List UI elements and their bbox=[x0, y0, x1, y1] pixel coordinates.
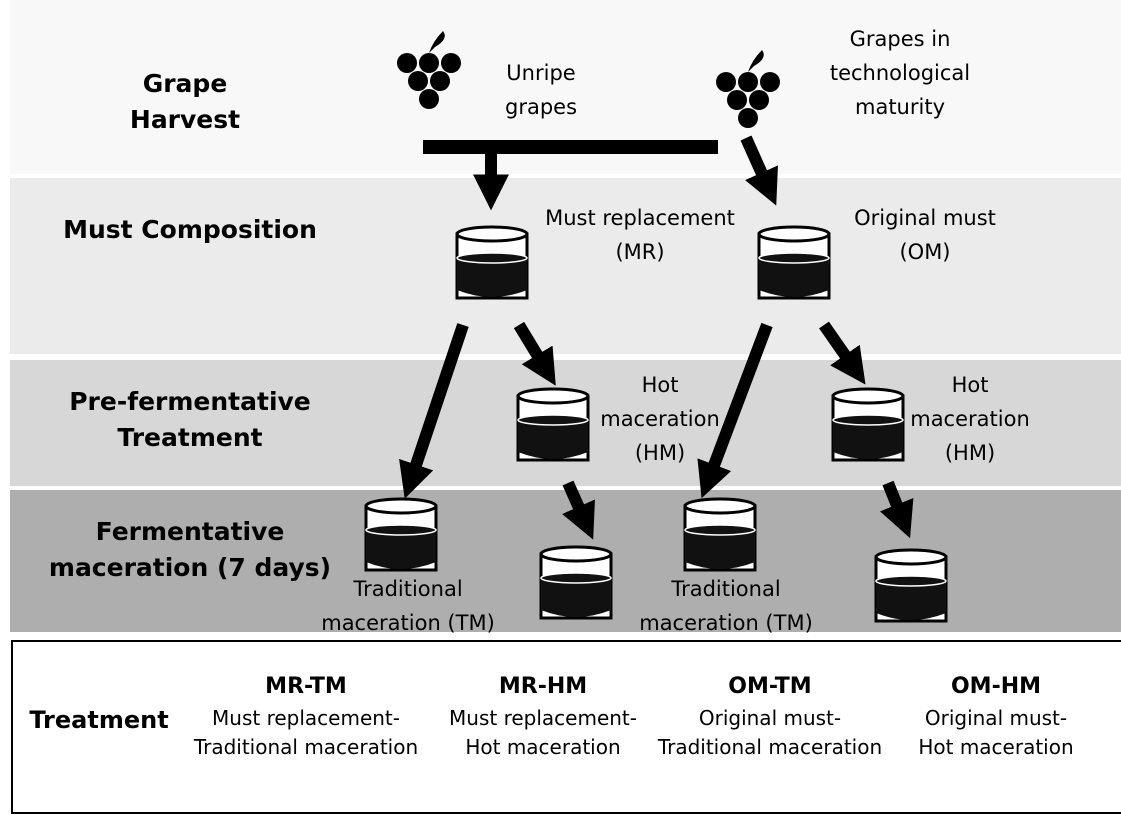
stage-grape-harvest: Grape Harvest bbox=[129, 69, 241, 134]
label-original-must: Original must (OM) bbox=[854, 206, 996, 264]
arrow bbox=[879, 480, 914, 539]
flow-diagram bbox=[364, 31, 948, 623]
treatment-code: MR-HM bbox=[498, 674, 588, 699]
label-traditional-maceration: Traditional maceration (TM) bbox=[639, 577, 813, 635]
treatment-description: Must replacement- Hot maceration bbox=[449, 706, 637, 759]
beaker-icon bbox=[364, 497, 438, 572]
arrow bbox=[513, 321, 556, 386]
stage-treatment: Treatment bbox=[29, 706, 169, 734]
label-mature-grapes: Grapes in technological maturity bbox=[829, 27, 971, 119]
label-traditional-maceration: Traditional maceration (TM) bbox=[321, 577, 495, 635]
treatment-description: Original must- Hot maceration bbox=[918, 706, 1074, 759]
stage-pre-fermentative: Pre-fermentative Treatment bbox=[69, 387, 311, 452]
treatment-code: MR-TM bbox=[265, 674, 347, 699]
stage-must-composition: Must Composition bbox=[63, 215, 317, 244]
arrow bbox=[819, 321, 866, 385]
stage-fermentative: Fermentative maceration (7 days) bbox=[48, 517, 332, 582]
grape-cluster-icon bbox=[716, 50, 780, 128]
treatment-code: OM-HM bbox=[950, 674, 1042, 699]
beaker-icon bbox=[874, 548, 948, 623]
treatment-description: Original must- Traditional maceration bbox=[657, 706, 883, 759]
beaker-icon bbox=[455, 225, 529, 300]
treatment-description: Must replacement- Traditional maceration bbox=[193, 706, 419, 759]
arrow bbox=[399, 323, 469, 499]
treatment-box bbox=[11, 640, 1121, 814]
beaker-icon bbox=[539, 545, 613, 620]
treatment-code: OM-TM bbox=[728, 674, 812, 699]
beaker-icon bbox=[831, 387, 905, 462]
arrow bbox=[740, 135, 778, 206]
band-must-composition bbox=[10, 178, 1121, 354]
beaker-icon bbox=[757, 225, 831, 300]
label-hot-maceration: Hot maceration (HM) bbox=[910, 373, 1030, 465]
label-hot-maceration: Hot maceration (HM) bbox=[600, 373, 720, 465]
beaker-icon bbox=[516, 387, 590, 462]
arrow bbox=[562, 480, 595, 540]
label-unripe-grapes: Unripe grapes bbox=[504, 61, 578, 119]
grape-cluster-icon bbox=[397, 31, 461, 109]
beaker-icon bbox=[683, 497, 757, 572]
arrow bbox=[697, 322, 773, 499]
label-must-replacement: Must replacement (MR) bbox=[545, 206, 735, 264]
